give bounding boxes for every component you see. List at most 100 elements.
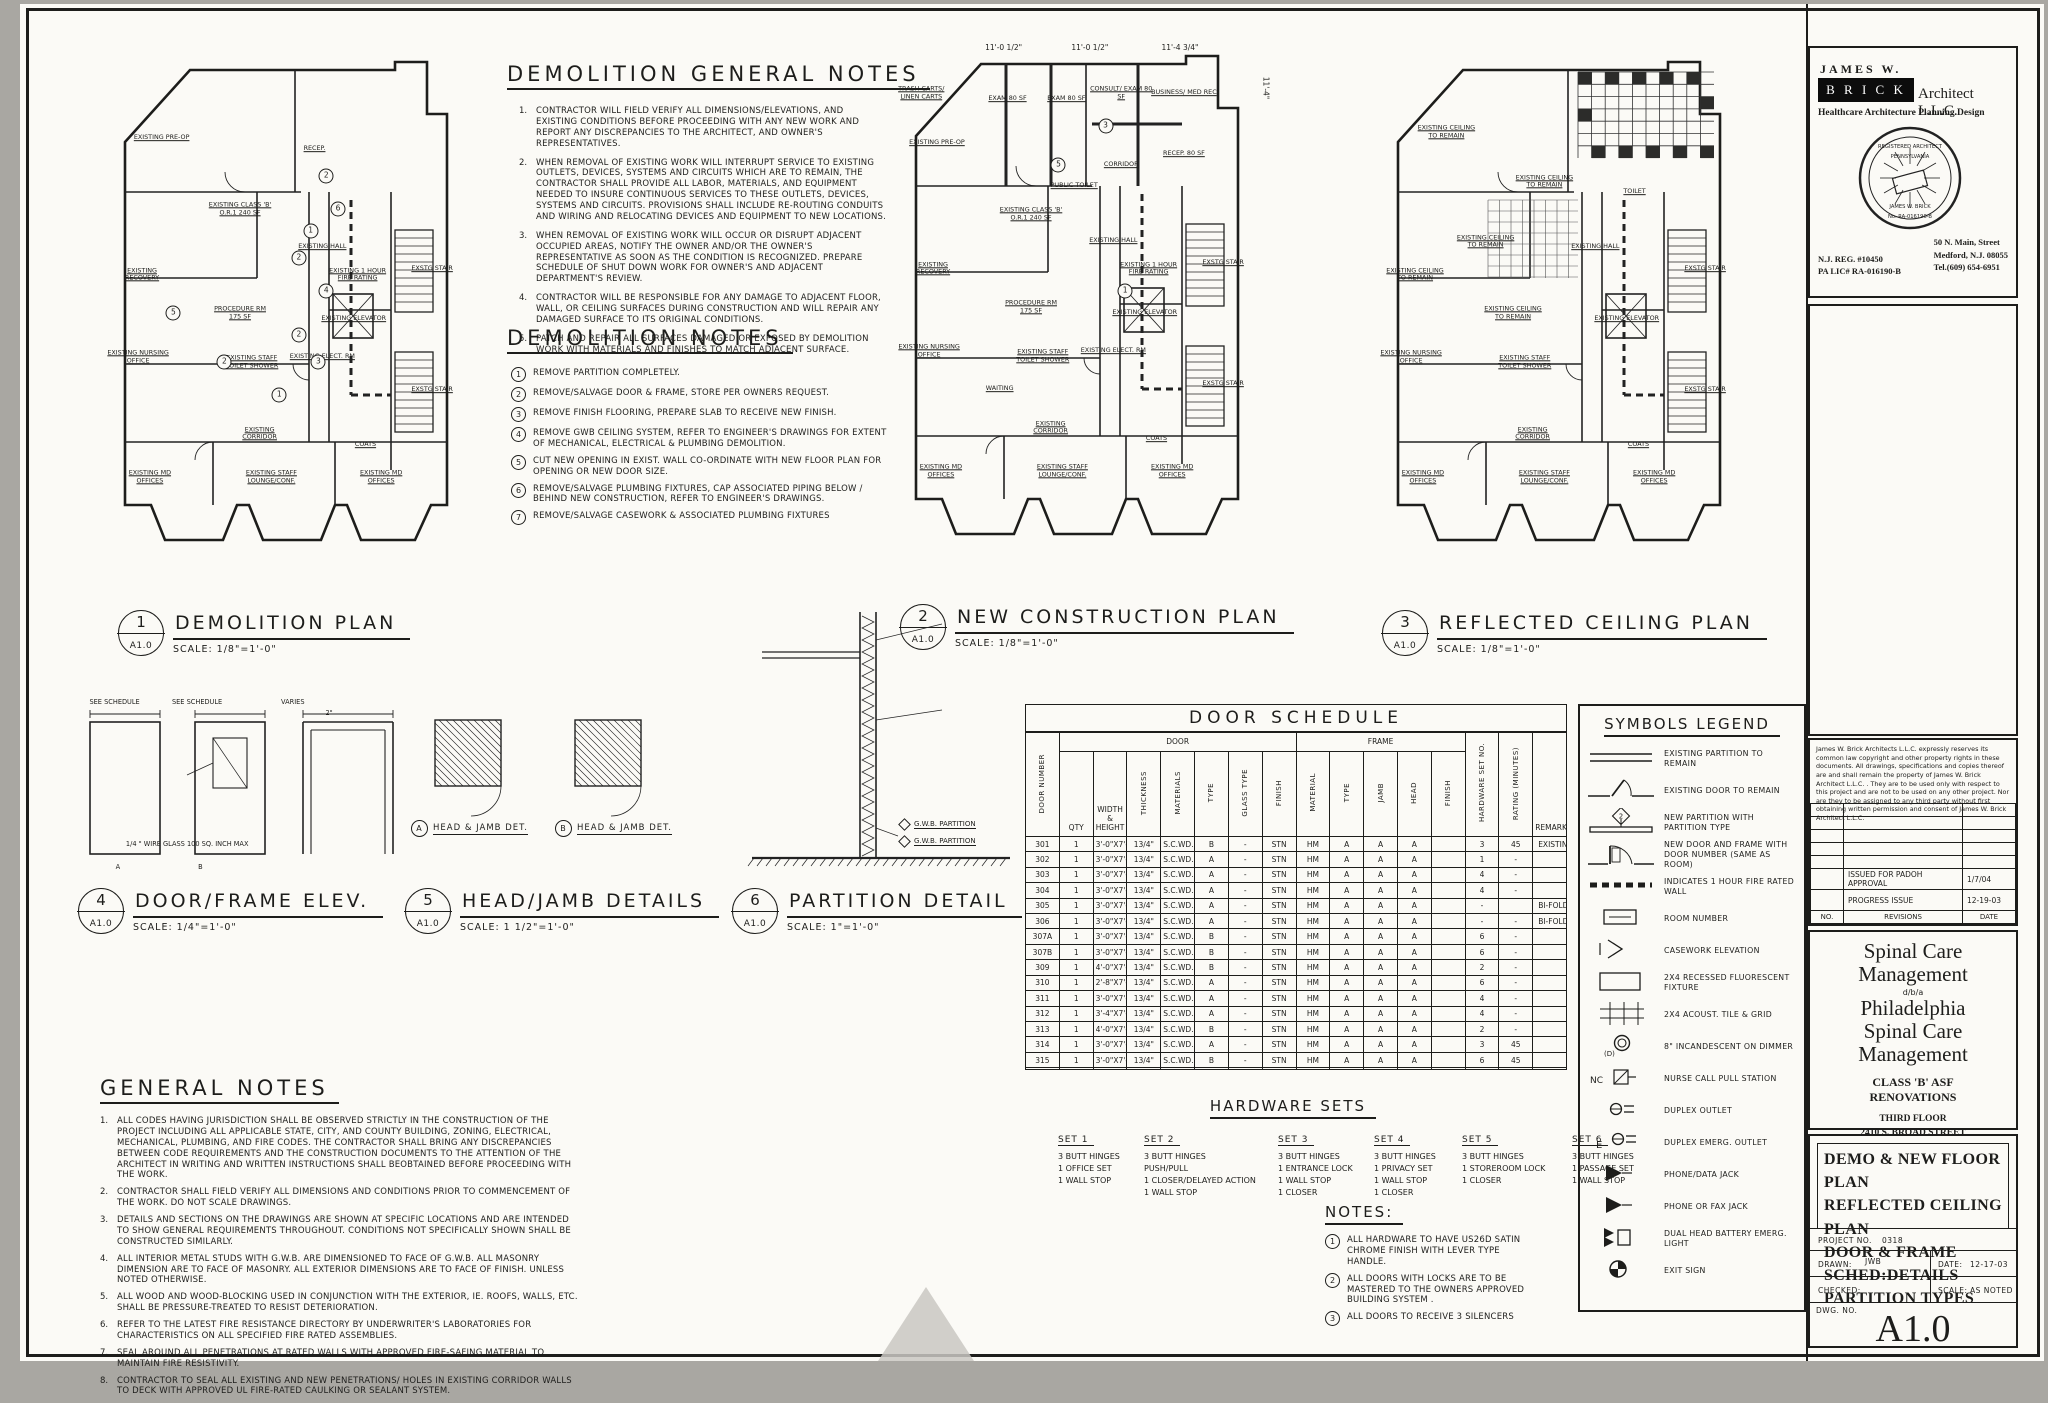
- new-construction-plan-svg: [886, 44, 1278, 592]
- note-item: 2.CONTRACTOR SHALL FIELD VERIFY ALL DIME…: [100, 1187, 578, 1209]
- note-number: 2: [511, 387, 526, 402]
- frame-group-header: FRAME: [1296, 732, 1465, 751]
- drawn-value: JWB: [1865, 1257, 1881, 1266]
- architect-address-2: Medford, N.J. 08055: [1934, 249, 2008, 262]
- room-label: EXISTING NURSING OFFICE: [105, 349, 171, 364]
- architect-reg-pa: PA LIC# RA-016190-B: [1818, 265, 1901, 278]
- bubble-number: 3: [1383, 613, 1427, 631]
- note-text: CONTRACTOR WILL FIELD VERIFY ALL DIMENSI…: [536, 106, 887, 150]
- room-label: PROCEDURE RM 175 SF: [207, 305, 273, 320]
- dimension-label: 11'-0 1/2": [1071, 43, 1108, 52]
- room-label: CONSULT/ EXAM 80 SF: [1088, 86, 1154, 101]
- room-label: EXSTG STAIR: [1202, 380, 1244, 388]
- keynote-bubble: 1: [272, 388, 287, 403]
- room-num-symbol-icon: [1586, 904, 1664, 935]
- note-text: CONTRACTOR WILL BE RESPONSIBLE FOR ANY D…: [536, 293, 887, 326]
- fire-dash-symbol-icon: [1586, 872, 1664, 903]
- legend-label: NURSE CALL PULL STATION: [1664, 1074, 1777, 1084]
- room-label: EXISTING ELEVATOR: [1112, 309, 1177, 317]
- room-label: EXISTING ELECT. RM: [1081, 347, 1146, 355]
- hardware-set-item: 1 WALL STOP: [1278, 1175, 1360, 1187]
- bubble-number: 4: [79, 891, 123, 909]
- legend-label: PHONE/DATA JACK: [1664, 1170, 1739, 1180]
- head-jamb-details: A HEAD & JAMB DET. B HEAD & JAMB DET.: [405, 692, 685, 882]
- room-label: BUSINESS/ MED REC: [1151, 89, 1217, 97]
- hardware-set-item: 3 BUTT HINGES: [1374, 1151, 1448, 1163]
- note-text: DETAILS AND SECTIONS ON THE DRAWINGS ARE…: [117, 1215, 578, 1248]
- drawing-name: HEAD/JAMB DETAILS: [460, 888, 719, 918]
- note-number: 1: [1325, 1234, 1340, 1249]
- general-notes: GENERAL NOTES 1.ALL CODES HAVING JURISDI…: [100, 1076, 578, 1403]
- note-text: REMOVE/SALVAGE DOOR & FRAME, STORE PER O…: [533, 388, 829, 402]
- keynote-bubble: 1: [303, 223, 318, 238]
- room-label: EXISTING CEILING TO REMAIN: [1511, 174, 1577, 189]
- section-title: DEMOLITION NOTES: [507, 326, 793, 354]
- room-label: EXISTING CEILING TO REMAIN: [1382, 267, 1448, 282]
- note-item: 2 REMOVE/SALVAGE DOOR & FRAME, STORE PER …: [511, 388, 887, 402]
- bubble-sheet: A1.0: [1383, 641, 1427, 651]
- room-label: EXAM 80 SF: [1047, 95, 1085, 103]
- legend-item: CASEWORK ELEVATION: [1580, 935, 1804, 967]
- room-label: EXISTING MD OFFICES: [1621, 470, 1687, 485]
- keynote-bubble: 2: [291, 327, 306, 342]
- legend-label: DUPLEX OUTLET: [1664, 1106, 1732, 1116]
- hardware-set-name: SET 4: [1374, 1135, 1410, 1146]
- room-label: EXISTING CORRIDOR: [1018, 420, 1084, 435]
- checked-label: CHECKED:: [1818, 1286, 1861, 1295]
- hardware-set-name: SET 2: [1144, 1135, 1180, 1146]
- note-text: SEAL AROUND ALL PENETRATIONS AT RATED WA…: [117, 1348, 578, 1370]
- checked-scale-row: CHECKED: SCALE: AS NOTED: [1810, 1276, 2016, 1303]
- note-text: ALL HARDWARE TO HAVE US26D SATIN CHROME …: [1347, 1235, 1540, 1268]
- note-number: 3: [511, 407, 526, 422]
- legend-label: 2X4 RECESSED FLUORESCENT FIXTURE: [1664, 973, 1798, 992]
- door-schedule-row: 30113'-0"X7'-0"13/4"S.C.WD.B-STNHMAAA345…: [1026, 836, 1567, 851]
- note-text: REMOVE PARTITION COMPLETELY.: [533, 368, 680, 382]
- legend-label: NEW PARTITION WITH PARTITION TYPE: [1664, 813, 1798, 832]
- note-item: 3.DETAILS AND SECTIONS ON THE DRAWINGS A…: [100, 1215, 578, 1248]
- room-label: EXSTG STAIR: [1684, 265, 1726, 273]
- drawing-scale: SCALE: 1/4"=1'-0": [133, 922, 383, 933]
- note-text: CONTRACTOR TO SEAL ALL EXISTING AND NEW …: [117, 1376, 578, 1398]
- svg-text:2: 2: [1619, 812, 1623, 820]
- legend-item: EXIT SIGN: [1580, 1255, 1804, 1287]
- note-number: 6: [511, 483, 526, 498]
- bubble-sheet: A1.0: [406, 919, 450, 929]
- note-number: 4.: [519, 293, 536, 326]
- legend-item: EXISTING PARTITION TO REMAIN: [1580, 743, 1804, 775]
- bubble-sheet: A1.0: [79, 919, 123, 929]
- symbols-legend-title: SYMBOLS LEGEND: [1604, 715, 1780, 737]
- section-title: GENERAL NOTES: [100, 1076, 339, 1104]
- note-number: 3.: [519, 231, 536, 285]
- dimension-label: 11'-0 1/2": [985, 43, 1022, 52]
- note-number: 4.: [100, 1254, 117, 1287]
- legend-label: 2X4 ACOUST. TILE & GRID: [1664, 1010, 1772, 1020]
- door-frame-elev-title: 4 A1.0 DOOR/FRAME ELEV. SCALE: 1/4"=1'-0…: [78, 888, 383, 934]
- nurse-symbol-icon: NC: [1586, 1064, 1664, 1095]
- duplex-symbol-icon: [1586, 1096, 1664, 1127]
- note-item: 4.ALL INTERIOR METAL STUDS WITH G.W.B. A…: [100, 1254, 578, 1287]
- hardware-set-item: 1 CLOSER: [1278, 1187, 1360, 1199]
- svg-text:PENNSYLVANIA: PENNSYLVANIA: [1891, 154, 1930, 160]
- note-number: 6.: [100, 1320, 117, 1342]
- drawing-name: REFLECTED CEILING PLAN: [1437, 610, 1767, 640]
- rect2x4-symbol-icon: [1586, 968, 1664, 999]
- note-item: 1.ALL CODES HAVING JURISDICTION SHALL BE…: [100, 1116, 578, 1181]
- project-no-value: 0318: [1882, 1236, 1903, 1245]
- room-label: EXISTING STAFF TOILET SHOWER: [1010, 349, 1076, 364]
- keynote-bubble: 4: [319, 284, 334, 299]
- room-label: RECEP. 80 SF: [1163, 150, 1205, 158]
